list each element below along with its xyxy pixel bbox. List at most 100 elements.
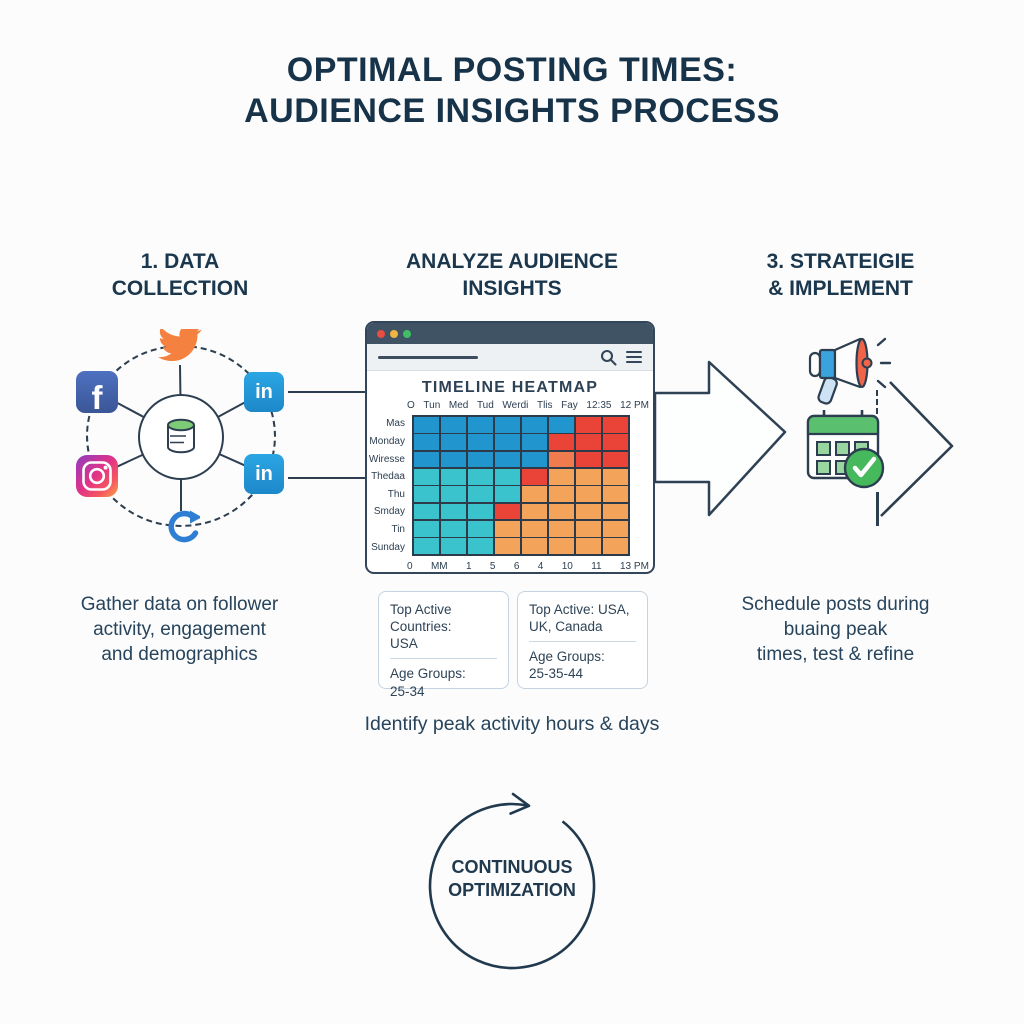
- heatmap-cell: [602, 486, 628, 503]
- step3-description-line1: Schedule posts during: [741, 594, 930, 615]
- heatmap-cell: [494, 503, 521, 520]
- heatmap-cell: [602, 520, 628, 537]
- card-value: USA: [390, 636, 418, 652]
- insight-card: Top Active Countries: USA Age Groups: 25…: [378, 591, 509, 699]
- heatmap-cell: [575, 451, 602, 468]
- heatmap-row-label: Tin: [391, 524, 405, 536]
- heatmap-cell: [467, 520, 494, 537]
- step1-description-line1: Gather data on follower: [80, 594, 279, 615]
- card-title: Top Active Countries:: [390, 602, 452, 635]
- dashed-connector: [876, 390, 878, 414]
- url-bar[interactable]: [378, 355, 478, 359]
- connector-line: [288, 391, 365, 393]
- chevron-arrow: [880, 381, 954, 517]
- cycle-label-line2: OPTIMIZATION: [448, 880, 576, 901]
- step2-heading-line2: INSIGHTS: [462, 277, 562, 301]
- heatmap-cell: [548, 417, 575, 433]
- heatmap-row-label: Thedaa: [371, 471, 405, 483]
- card-value: UK, Canada: [529, 619, 603, 635]
- heatmap-top-label: Werdi: [502, 400, 529, 411]
- heatmap-cell: [575, 434, 602, 451]
- twitter-icon: [158, 329, 202, 365]
- heatmap-top-label: Tlis: [536, 400, 553, 411]
- heatmap-cell: [440, 434, 467, 451]
- heatmap-cell: [467, 468, 494, 485]
- heatmap-cell: [548, 538, 575, 554]
- heatmap-cell: [548, 468, 575, 485]
- heatmap-cell: [440, 417, 467, 433]
- heatmap-top-label: Fay: [561, 400, 578, 411]
- search-icon[interactable]: [600, 349, 617, 366]
- facebook-icon: f: [76, 371, 118, 414]
- step3-description-line2: buaing peak: [783, 619, 888, 641]
- heatmap-cell: [602, 538, 628, 554]
- heatmap-cell: [414, 520, 440, 537]
- menu-icon[interactable]: [626, 350, 642, 364]
- close-dot[interactable]: [377, 329, 385, 338]
- heatmap-cell: [575, 520, 602, 537]
- step1-heading-line2: COLLECTION: [111, 277, 249, 301]
- card-divider: [529, 641, 636, 643]
- step2-heading-line1: ANALYZE AUDIENCE: [406, 250, 618, 273]
- refresh-icon: [164, 509, 200, 545]
- heatmap-cell: [467, 538, 494, 554]
- heatmap-cell: [467, 417, 494, 433]
- heatmap-cell: [494, 417, 521, 433]
- page-title: OPTIMAL POSTING TIMES: AUDIENCE INSIGHTS…: [0, 50, 1024, 133]
- step3-heading: 3. STRATEIGIE & IMPLEMENT: [738, 248, 943, 303]
- heatmap-cell: [602, 451, 628, 468]
- refresh-arrow-glyph: [168, 510, 200, 543]
- card-label2: Age Groups:: [529, 649, 605, 665]
- calendar-check-icon: [806, 410, 885, 489]
- cycle-arrow-circle: [428, 792, 596, 970]
- page-title-line2: AUDIENCE INSIGHTS PROCESS: [244, 92, 780, 131]
- heatmap-cell: [521, 468, 548, 485]
- heatmap-cell: [440, 451, 467, 468]
- step1-heading: 1. DATA COLLECTION: [70, 248, 290, 303]
- heatmap-bottom-label: 1: [465, 561, 472, 572]
- browser-toolbar: [367, 344, 653, 371]
- heatmap-cell: [440, 538, 467, 554]
- heatmap-bottom-label: 4: [537, 561, 544, 572]
- heatmap-top-label: Med: [448, 400, 469, 411]
- linkedin-icon: in: [244, 372, 284, 412]
- minimize-dot[interactable]: [390, 329, 398, 338]
- instagram-icon: [76, 455, 118, 497]
- heatmap-cell: [548, 503, 575, 520]
- heatmap-cell: [467, 434, 494, 451]
- heatmap-cell: [602, 503, 628, 520]
- heatmap-cell: [575, 468, 602, 485]
- heatmap-cell: [414, 451, 440, 468]
- card-divider: [390, 658, 497, 660]
- heatmap-cell: [575, 503, 602, 520]
- heatmap-grid: [412, 415, 630, 556]
- heatmap-cell: [521, 503, 548, 520]
- page-title-line1: OPTIMAL POSTING TIMES:: [286, 51, 738, 89]
- maximize-dot[interactable]: [403, 329, 411, 338]
- heatmap-top-label: O: [407, 400, 415, 411]
- heatmap-top-label: Tud: [476, 400, 494, 411]
- linkedin-icon: in: [244, 454, 284, 494]
- database-icon: [167, 418, 195, 454]
- card-label2: Age Groups:: [390, 666, 466, 682]
- heatmap-cell: [494, 486, 521, 503]
- process-arrow: [653, 360, 787, 517]
- heatmap-cell: [548, 486, 575, 503]
- heatmap-cell: [548, 451, 575, 468]
- step1-description: Gather data on follower activity, engage…: [62, 592, 297, 667]
- heatmap-cell: [414, 434, 440, 451]
- heatmap-cell: [414, 486, 440, 503]
- card-value2: 25-34: [390, 683, 425, 699]
- heatmap-cell: [494, 538, 521, 554]
- linkedin-glyph: in: [255, 462, 273, 485]
- heatmap-cell: [467, 451, 494, 468]
- step1-heading-line1: 1. DATA: [140, 250, 220, 273]
- heatmap-cell: [440, 503, 467, 520]
- cycle-label-line1: CONTINUOUS: [451, 857, 573, 877]
- step3-description: Schedule posts during buaing peak times,…: [728, 592, 943, 667]
- data-collection-cluster: f in in: [60, 325, 300, 555]
